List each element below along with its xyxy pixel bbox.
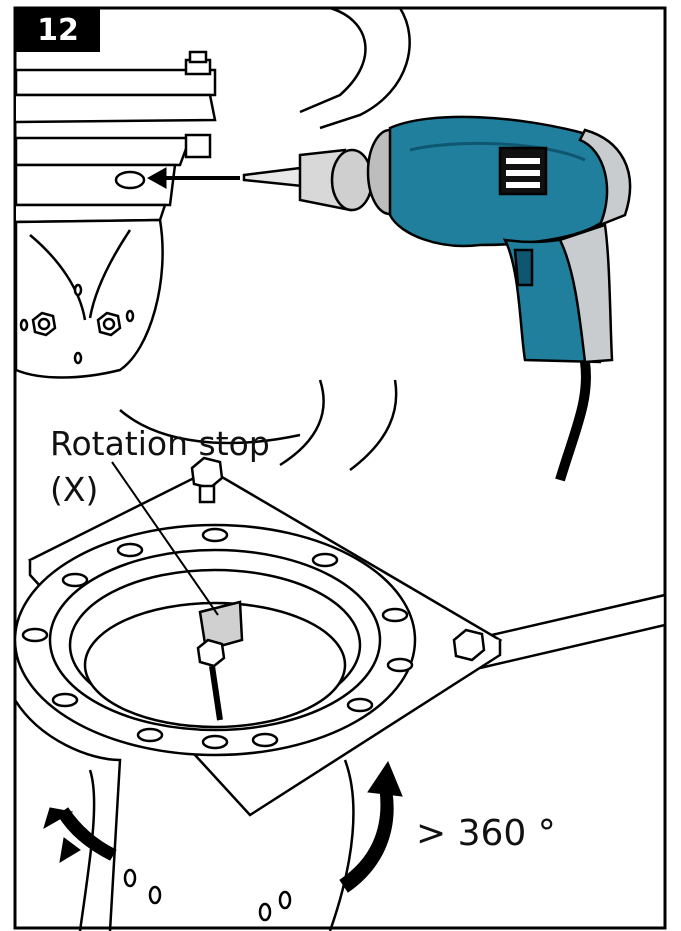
rotation-stop-id-label: (X) <box>50 470 99 509</box>
rotation-angle-label: > 360 ° <box>416 813 556 854</box>
direction-arrow-icon <box>146 167 240 189</box>
drill-icon <box>242 115 632 482</box>
bolt-icon <box>196 638 226 668</box>
bolt-icon <box>452 628 486 662</box>
step-number-badge: 12 <box>16 8 100 52</box>
rotation-arrow-icon <box>43 760 403 893</box>
bolt-icon <box>190 456 224 490</box>
frame-border <box>13 6 667 930</box>
housing-assembly-top <box>14 6 411 379</box>
step-number: 12 <box>37 12 79 48</box>
callout-line <box>111 461 219 616</box>
rotation-stop-label: Rotation stop <box>50 424 270 463</box>
base-assembly <box>13 379 667 931</box>
